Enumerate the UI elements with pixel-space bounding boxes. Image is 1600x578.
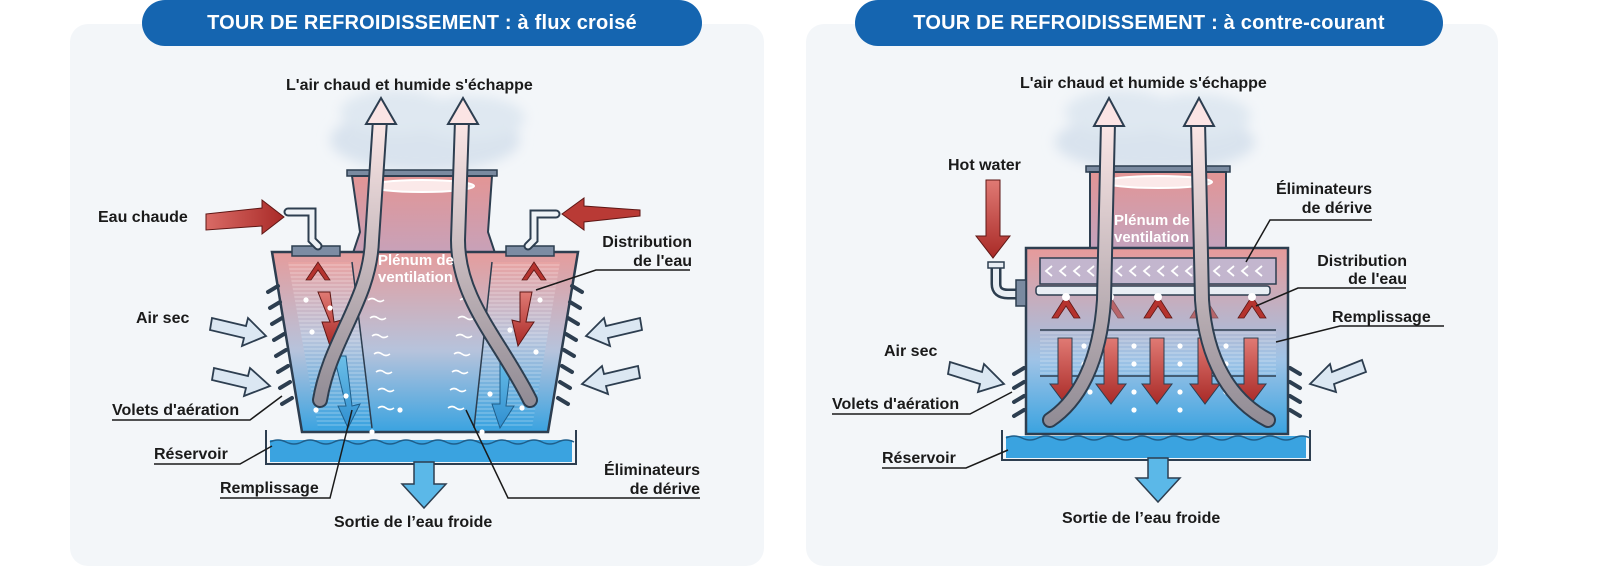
counterflow-title: TOUR DE REFROIDISSEMENT : à contre-coura… [855,0,1443,46]
counterflow-distribution-label-1: Distribution [1317,253,1407,270]
counterflow-fill-label: Remplissage [1332,309,1431,326]
crossflow-top-label: L'air chaud et humide s'échappe [286,77,533,94]
steam-cloud [330,90,525,172]
crossflow-plenum-label-1: Plénum de [378,252,454,269]
crossflow-drift-label-2: de dérive [629,481,700,498]
counterflow-cold-water-out-label: Sortie de l’eau froide [1062,510,1221,527]
crossflow-cold-water-out-label: Sortie de l’eau froide [334,514,493,531]
crossflow-basin-label: Réservoir [154,446,228,463]
counterflow-leaders [832,219,1444,469]
crossflow-leaders [112,269,700,499]
crossflow-distribution-label-1: Distribution [602,234,692,251]
crossflow-drift-label-1: Éliminateurs [603,462,700,479]
steam-cloud [1055,90,1255,172]
crossflow-louvers-label: Volets d'aération [112,402,240,419]
crossflow-distribution-label-2: de l'eau [633,253,692,270]
counterflow-top-label: L'air chaud et humide s'échappe [1020,75,1267,92]
crossflow-hot-water-label: Eau chaude [98,209,188,226]
crossflow-tower [205,90,644,510]
crossflow-title: TOUR DE REFROIDISSEMENT : à flux croisé [142,0,702,46]
counterflow-tower [946,90,1368,504]
counterflow-dry-air-label: Air sec [884,343,938,360]
crossflow-fill-label: Remplissage [220,480,319,497]
counterflow-plenum-label-2: ventilation [1114,229,1190,246]
crossflow-dry-air-label: Air sec [136,310,190,327]
counterflow-hot-water-label: Hot water [948,157,1021,174]
counterflow-drift-label-1: Éliminateurs [1275,181,1372,198]
counterflow-drift-label-2: de dérive [1301,200,1372,217]
crossflow-plenum-label-2: ventilation [378,269,454,286]
counterflow-basin-label: Réservoir [882,450,956,467]
counterflow-distribution-label-2: de l'eau [1348,271,1407,288]
counterflow-plenum-label-1: Plénum de [1114,212,1190,229]
counterflow-louvers-label: Volets d'aération [832,396,960,413]
